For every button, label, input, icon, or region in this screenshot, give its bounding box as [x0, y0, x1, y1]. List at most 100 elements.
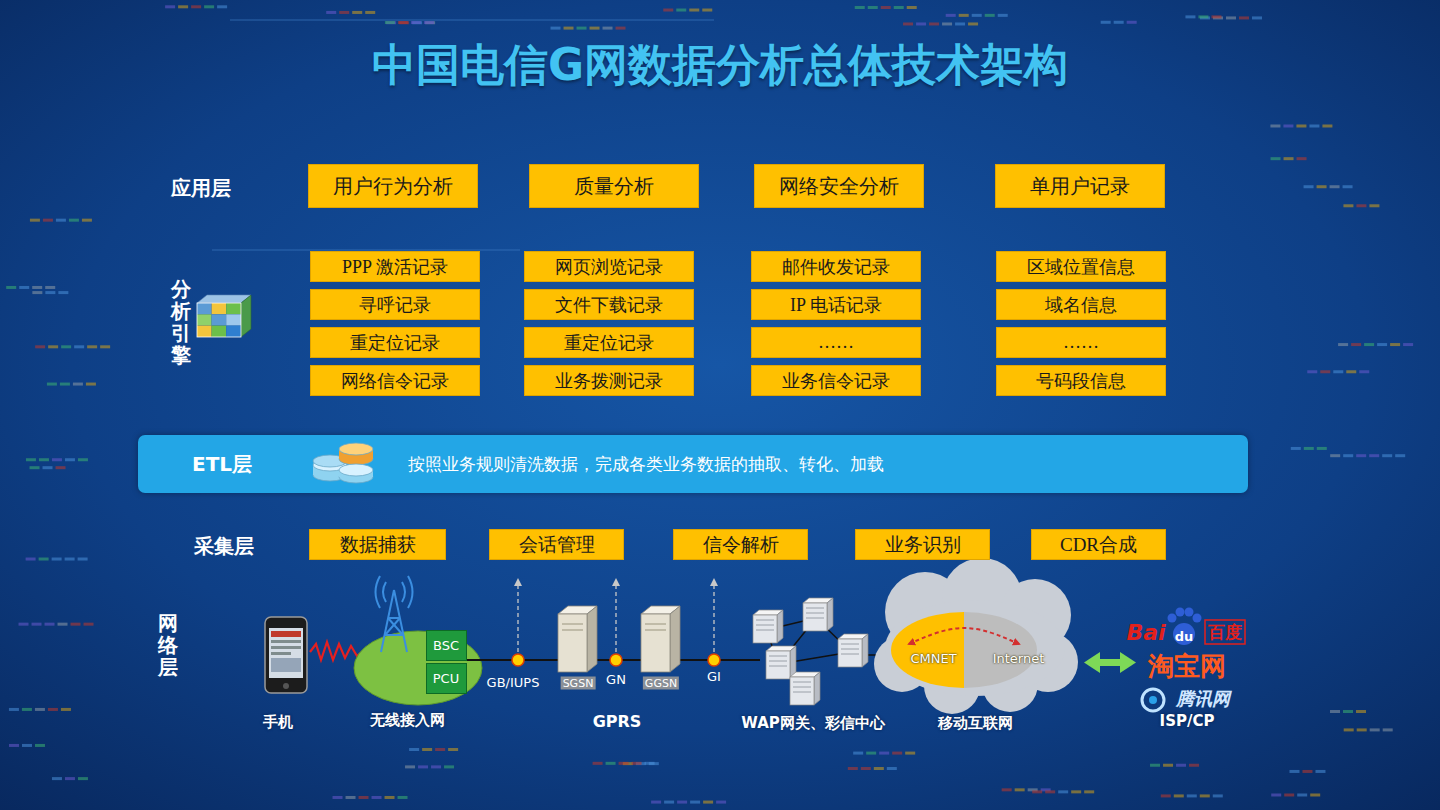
background-dashes	[1226, 16, 1236, 19]
record-box: 重定位记录	[524, 327, 694, 358]
wap-server	[806, 618, 824, 619]
database-icon	[308, 439, 378, 489]
wap-server	[841, 654, 859, 655]
background-dashes	[590, 27, 600, 30]
background-dashes	[1271, 793, 1281, 796]
background-dashes	[30, 219, 40, 222]
background-dashes	[435, 748, 445, 751]
background-dashes	[1161, 794, 1171, 797]
cube-icon	[226, 314, 241, 325]
background-dashes	[1114, 21, 1124, 24]
node-text: BSC	[433, 638, 459, 653]
background-dashes	[48, 708, 58, 711]
mobile-phone	[271, 631, 301, 637]
background-dashes	[52, 558, 62, 561]
node-text: 业务拨测记录	[555, 369, 663, 393]
node-text: 文件下载记录	[555, 293, 663, 317]
caption-label: 手机	[263, 713, 293, 732]
background-dashes	[1198, 15, 1208, 18]
background-dashes	[22, 708, 32, 711]
background-dashes	[1309, 124, 1319, 127]
node-text: 寻呼记录	[359, 293, 431, 317]
background-dashes	[61, 708, 71, 711]
background-dashes	[100, 345, 110, 348]
background-dashes	[87, 345, 97, 348]
background-dashes	[48, 345, 58, 348]
background-dashes	[73, 383, 83, 386]
background-dashes	[411, 21, 421, 24]
background-dashes	[1284, 157, 1294, 160]
server	[558, 614, 587, 672]
double-arrow	[1120, 652, 1136, 673]
probe-arrow	[518, 582, 714, 652]
background-dashes	[352, 11, 362, 14]
background-dashes	[1289, 770, 1299, 773]
background-dashes	[1163, 764, 1173, 767]
background-dashes	[1304, 447, 1314, 450]
background-dashes	[703, 801, 713, 804]
background-dashes	[58, 291, 68, 294]
background-dashes	[861, 767, 871, 770]
background-dashes	[6, 5, 1430, 810]
node-text: CMNET	[891, 651, 976, 666]
application-box: 用户行为分析	[308, 164, 478, 208]
background-dashes	[916, 22, 926, 25]
logo-text: 百度	[1208, 621, 1242, 644]
wap-server	[806, 608, 824, 609]
double-arrow	[1098, 659, 1122, 666]
background-dashes	[58, 623, 68, 626]
background-dashes	[165, 5, 175, 8]
cube-icon	[226, 326, 241, 337]
ellipse-outline	[891, 612, 964, 688]
node-text: 单用户记录	[1030, 173, 1130, 200]
radio-tower	[385, 618, 400, 635]
background-dashes	[1351, 343, 1361, 346]
background-dashes	[431, 765, 441, 768]
background-dashes	[1239, 16, 1249, 19]
node-text: 用户行为分析	[333, 173, 453, 200]
background-dashes	[874, 767, 884, 770]
background-dashes	[892, 752, 902, 755]
background-dashes	[664, 801, 674, 804]
baidu-paw	[1185, 608, 1194, 617]
background-dashes	[43, 466, 53, 469]
wap-server	[793, 687, 811, 688]
logo-text: 淘宝网	[1148, 649, 1226, 684]
logo-text: du	[1175, 629, 1194, 644]
record-box: 网页浏览记录	[524, 251, 694, 282]
background-dashes	[1213, 794, 1223, 797]
background-dashes	[52, 777, 62, 780]
background-dashes	[866, 752, 876, 755]
background-dashes	[365, 11, 375, 14]
background-dashes	[903, 22, 913, 25]
probe-point	[708, 654, 720, 666]
background-dashes	[372, 796, 382, 799]
background-dashes	[1058, 790, 1068, 793]
radio-tower	[376, 576, 381, 608]
background-dashes	[9, 708, 19, 711]
caption-label: WAP网关、彩信中心	[741, 714, 884, 733]
background-dashes	[32, 291, 42, 294]
node-text: 数据捕获	[340, 532, 416, 558]
mobile-phone	[283, 683, 289, 689]
background-dashes	[1315, 770, 1325, 773]
mobile-phone	[265, 617, 307, 693]
node-text: 业务信令记录	[782, 369, 890, 393]
background-dashes	[942, 22, 952, 25]
logo-text: Bai	[1126, 620, 1165, 645]
baidu-paw	[1173, 623, 1195, 645]
background-dashes	[551, 27, 561, 30]
background-dashes	[1297, 157, 1307, 160]
background-dashes	[855, 6, 865, 9]
probe-point	[610, 654, 622, 666]
background-dashes	[676, 9, 686, 12]
wap-server	[756, 625, 774, 626]
background-dashes	[907, 6, 917, 9]
background-dashes	[619, 762, 629, 765]
cube-icon	[212, 303, 227, 314]
background-dashes	[32, 623, 42, 626]
application-box: 质量分析	[529, 164, 699, 208]
background-dashes	[60, 383, 70, 386]
server-cluster-links	[766, 618, 895, 690]
